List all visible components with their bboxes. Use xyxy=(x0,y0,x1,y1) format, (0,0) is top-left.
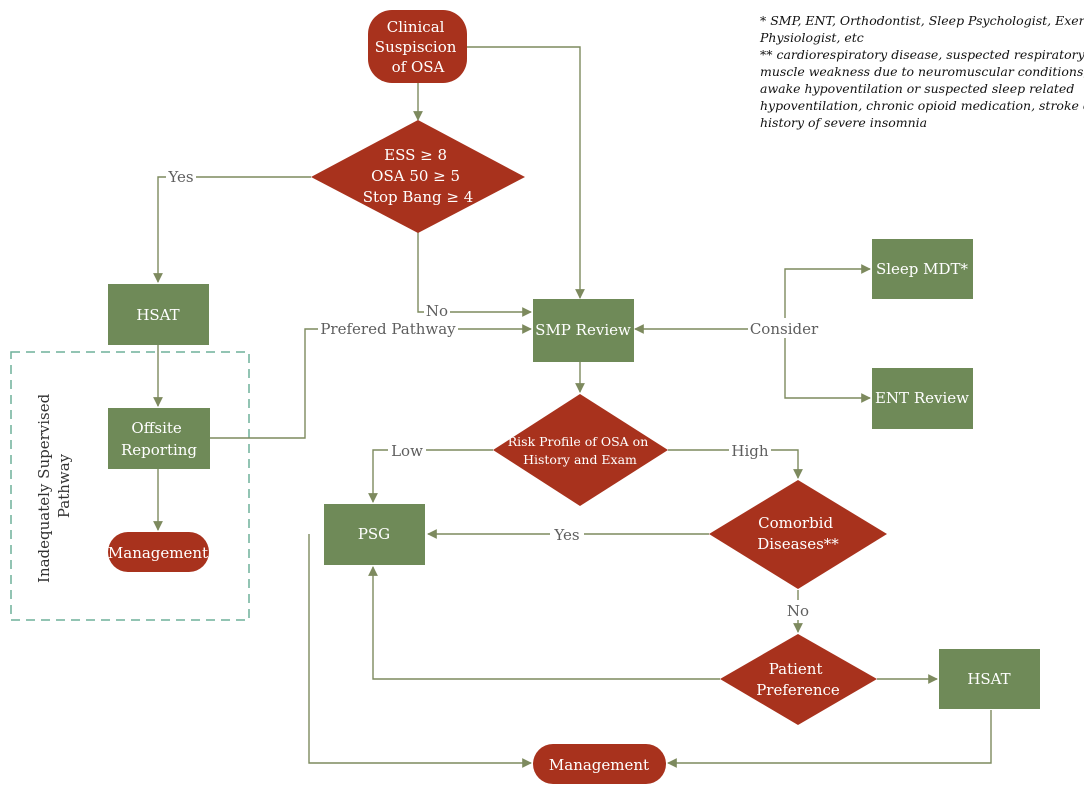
edge-risk-high-to-comorbid xyxy=(668,449,803,479)
svg-text:ENT Review: ENT Review xyxy=(875,389,969,407)
edge-consider-to-ent xyxy=(784,329,871,403)
label-yes-mid: Yes xyxy=(553,526,579,544)
label-no-mid: No xyxy=(787,602,809,620)
node-patient-preference-diamond: Patient Preference xyxy=(720,634,877,725)
node-smp-review: SMP Review xyxy=(533,299,634,362)
label-high: High xyxy=(731,442,768,460)
svg-text:Management: Management xyxy=(108,544,208,562)
edge-labels: Yes No Prefered Pathway Consider Low Hig… xyxy=(166,166,820,620)
svg-text:SMP Review: SMP Review xyxy=(535,321,631,339)
edge-offsite-prefered-to-smp xyxy=(210,324,532,439)
svg-text:ESS ≥ 8 OSA 50 ≥ 5: ESS ≥ 8 OSA 50 ≥ 5 Stop Bang ≥ 4 xyxy=(363,146,474,206)
node-screening-diamond: ESS ≥ 8 OSA 50 ≥ 5 Stop Bang ≥ 4 xyxy=(311,120,525,233)
node-management-bottom: Management xyxy=(533,744,666,784)
label-yes-top: Yes xyxy=(167,168,193,186)
node-clinical-suspicion: Clinical Suspiscion of OSA xyxy=(368,10,467,83)
inadequately-supervised-group xyxy=(10,351,250,621)
footnotes: * SMP, ENT, Orthodontist, Sleep Psycholo… xyxy=(759,13,1084,130)
node-offsite-reporting: Offsite Reporting xyxy=(108,408,210,469)
node-psg: PSG xyxy=(324,504,425,565)
group-label: Inadequately Supervised Pathway xyxy=(35,389,73,583)
node-ent-review: ENT Review xyxy=(872,368,973,429)
edge-consider-to-sleep-mdt xyxy=(784,264,871,329)
svg-text:Clinical Suspiscion: Clinical Suspiscion of OSA xyxy=(375,18,461,76)
footnote-line-2: Physiologist, etc xyxy=(759,30,864,45)
svg-text:Patient Preference: Patient Preference xyxy=(756,660,840,699)
footnote-line-4: muscle weakness due to neuromuscular con… xyxy=(760,64,1084,79)
footnote-line-3: ** cardiorespiratory disease, suspected … xyxy=(760,47,1084,62)
label-prefered-pathway: Prefered Pathway xyxy=(320,320,456,338)
label-no-top: No xyxy=(426,302,448,320)
edge-screening-yes-to-hsat xyxy=(153,176,311,283)
svg-text:PSG: PSG xyxy=(358,525,390,543)
svg-text:Management: Management xyxy=(549,756,649,774)
svg-text:HSAT: HSAT xyxy=(136,306,179,324)
footnote-line-1: * SMP, ENT, Orthodontist, Sleep Psycholo… xyxy=(760,13,1084,28)
node-management-left: Management xyxy=(108,532,209,572)
node-hsat-right: HSAT xyxy=(939,649,1040,709)
footnote-line-5: awake hypoventilation or suspected sleep… xyxy=(760,81,1074,96)
edge-psg-to-management xyxy=(308,534,532,768)
svg-text:Sleep MDT*: Sleep MDT* xyxy=(876,260,969,278)
svg-text:Risk Profile of OSA on H: Risk Profile of OSA on History and Exam xyxy=(508,434,653,467)
label-low: Low xyxy=(391,442,423,460)
edge-risk-low-to-psg xyxy=(368,449,493,503)
node-sleep-mdt: Sleep MDT* xyxy=(872,239,973,299)
node-hsat-left: HSAT xyxy=(108,284,209,345)
node-comorbid-diamond: Comorbid Diseases** xyxy=(709,480,887,589)
footnote-line-6: hypoventilation, chronic opioid medicati… xyxy=(760,98,1084,113)
svg-text:HSAT: HSAT xyxy=(967,670,1010,688)
label-consider: Consider xyxy=(750,320,819,338)
node-risk-profile-diamond: Risk Profile of OSA on History and Exam xyxy=(493,394,668,506)
edge-preference-to-psg xyxy=(368,566,720,680)
footnote-line-7: history of severe insomnia xyxy=(760,115,927,130)
svg-text:Offsite Reporting: Offsite Reporting xyxy=(121,419,197,459)
edge-hsat-to-management xyxy=(667,710,992,768)
edge-suspicion-to-smp xyxy=(467,46,585,299)
edge-screening-no-to-smp xyxy=(417,232,532,317)
svg-text:Comorbid Diseases**: Comorbid Diseases** xyxy=(757,514,839,553)
